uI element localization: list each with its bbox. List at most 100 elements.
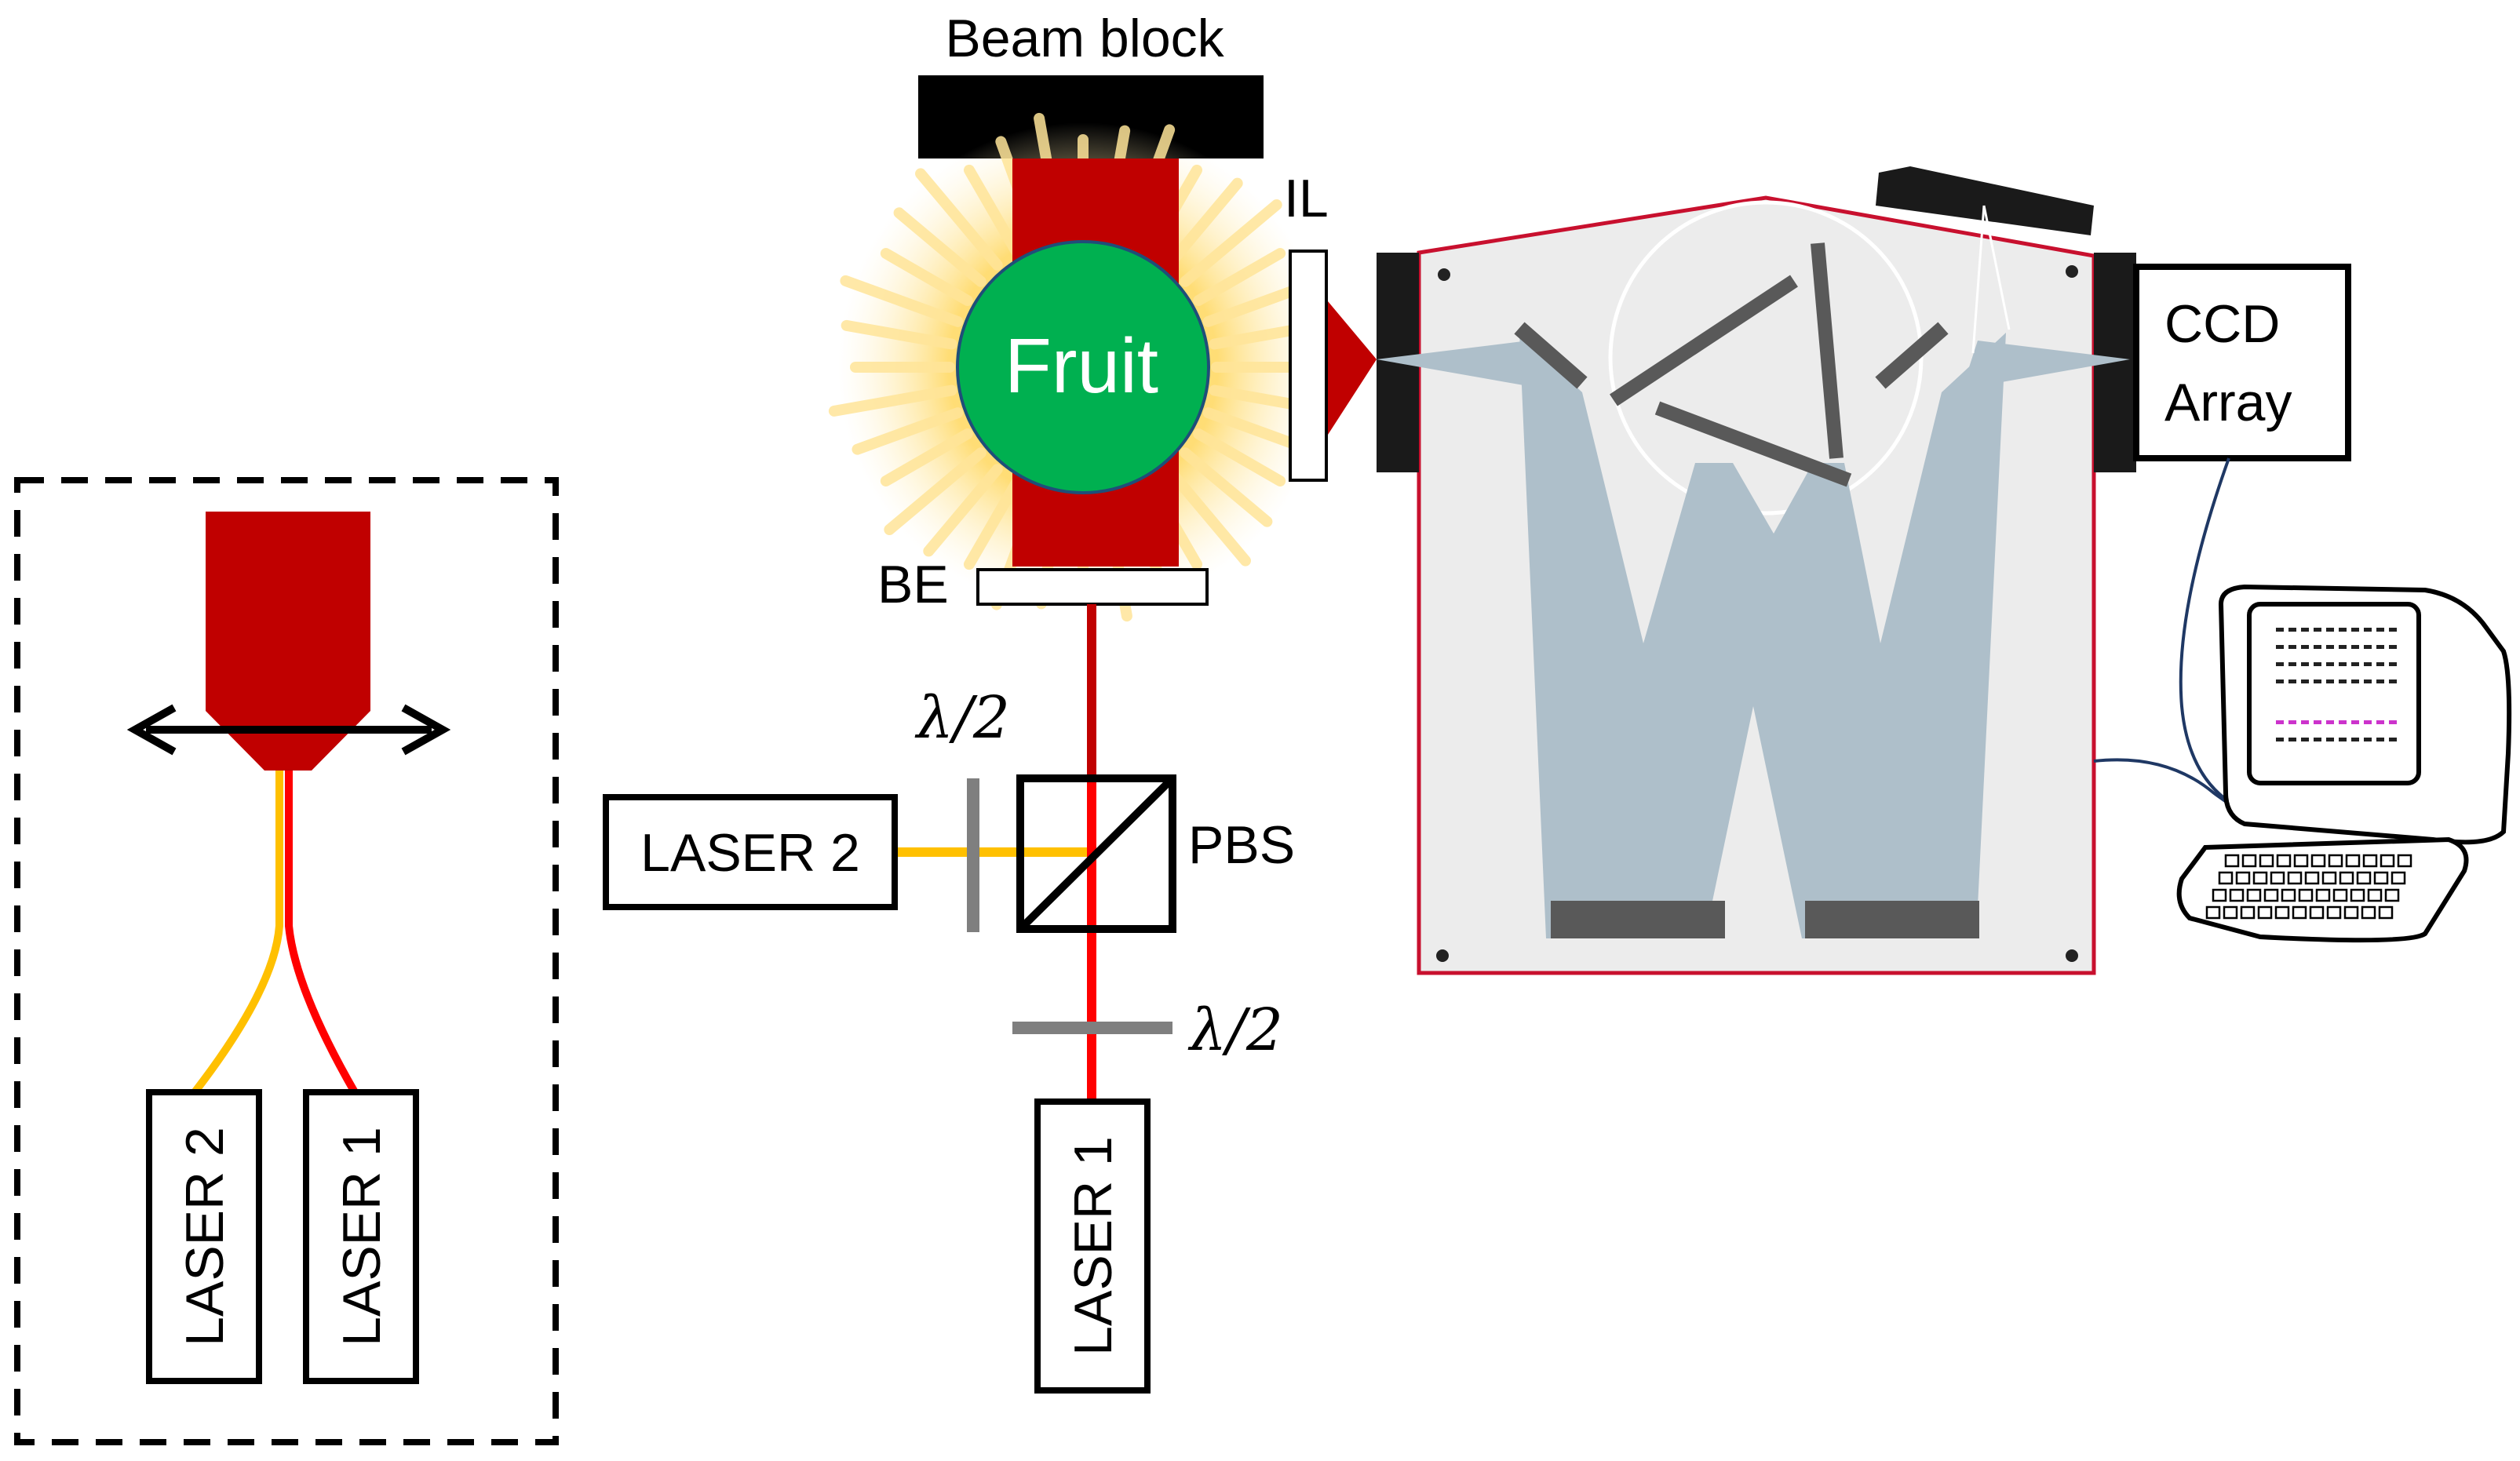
screen-text-mark: [2339, 645, 2347, 649]
keyboard-key: [2356, 871, 2372, 885]
keyboard-key: [2235, 871, 2251, 885]
keyboard-key: [2339, 871, 2354, 885]
spectrometer: [1377, 166, 2136, 975]
half-wave-label-laser2: λ/2: [914, 684, 1010, 752]
probe-tip: [206, 711, 370, 771]
screw: [1436, 949, 1449, 962]
screen-text-mark: [2351, 720, 2359, 724]
laser2-label: LASER 2: [640, 823, 860, 883]
keyboard-key: [2380, 854, 2395, 868]
glow-ray: [884, 447, 986, 535]
screen-text-mark: [2314, 645, 2321, 649]
keyboard-key: [2252, 871, 2268, 885]
screen-text-mark: [2376, 720, 2384, 724]
screen-text-mark: [2301, 662, 2309, 666]
screen-text-mark: [2376, 738, 2384, 741]
screen-text-mark: [2339, 679, 2347, 683]
keyboard-key: [2321, 871, 2337, 885]
screen-text-mark: [2314, 662, 2321, 666]
glow-ray: [964, 477, 1022, 570]
keyboard-key: [2223, 905, 2238, 920]
keyboard-key: [2343, 905, 2359, 920]
screen-text-mark: [2276, 628, 2284, 632]
bottom-mirror-left: [1551, 901, 1725, 938]
screen-text-mark: [2326, 679, 2334, 683]
collimating-mirror: [1514, 322, 1588, 389]
keyboard-key: [2367, 888, 2383, 902]
keyboard-key: [2224, 854, 2240, 868]
grating-2: [1811, 242, 1844, 459]
screen-text-mark: [2351, 645, 2359, 649]
ccd-label-line1: CCD: [2164, 294, 2280, 354]
keyboard-key: [2246, 888, 2262, 902]
keyboard-key: [2373, 871, 2389, 885]
keyboard-key: [2274, 905, 2290, 920]
glow-ray: [893, 207, 986, 287]
screen-text-mark: [2389, 720, 2397, 724]
screen-text-mark: [2339, 628, 2347, 632]
screen-text-mark: [2276, 645, 2284, 649]
screen-text-mark: [2326, 662, 2334, 666]
ccd-array-box: [2133, 264, 2351, 461]
keyboard-key: [2345, 854, 2361, 868]
inset-laser2-box: [146, 1089, 262, 1384]
keyboard-key: [2229, 888, 2245, 902]
screen-text-mark: [2364, 720, 2372, 724]
keyboard-key: [2362, 854, 2378, 868]
screen-text-mark: [2364, 628, 2372, 632]
screen-text-mark: [2376, 662, 2384, 666]
screen-text-mark: [2301, 645, 2309, 649]
laser2-box: [603, 794, 898, 910]
beam-expander: [976, 568, 1209, 606]
keyboard-key: [2287, 871, 2303, 885]
glow-ray: [1193, 428, 1286, 486]
glow-ray: [915, 168, 1003, 271]
spectrometer-top-mount: [1876, 166, 2094, 235]
screen-text-mark: [2314, 720, 2321, 724]
keyboard-key: [2384, 888, 2400, 902]
keyboard-key: [2293, 854, 2309, 868]
keyboard-key: [2361, 905, 2376, 920]
be-label: BE: [877, 555, 949, 614]
screen-text-mark: [2288, 679, 2296, 683]
screen-text-mark: [2288, 662, 2296, 666]
polarizing-beam-splitter: [1016, 774, 1176, 933]
glow-ray: [880, 248, 973, 306]
pbs-label: PBS: [1188, 815, 1295, 875]
screen-text-mark: [2389, 645, 2397, 649]
screen-text-mark: [2314, 738, 2321, 741]
keyboard-key: [2326, 905, 2342, 920]
fruit-sample: [956, 240, 1210, 494]
screen-text-mark: [2376, 628, 2384, 632]
screen-text-mark: [2276, 720, 2284, 724]
screen-text-mark: [2339, 662, 2347, 666]
keyboard-key: [2241, 854, 2257, 868]
keyboard-key: [2304, 871, 2320, 885]
keyboard-key: [2310, 854, 2326, 868]
glow-ray: [1180, 199, 1282, 287]
keyboard-key: [2281, 888, 2296, 902]
keyboard-key: [2259, 854, 2274, 868]
inset-laser1-label: LASER 1: [332, 1127, 392, 1346]
keyboard-key: [2332, 888, 2348, 902]
keyboard-key: [2328, 854, 2343, 868]
focusing-mirror: [1875, 322, 1949, 389]
keyboard-key: [2270, 871, 2285, 885]
glow-ray: [840, 275, 964, 327]
glow-ray: [1193, 248, 1286, 306]
keyboard-key: [2309, 905, 2325, 920]
screen-text-mark: [2339, 720, 2347, 724]
screen-text-mark: [2364, 662, 2372, 666]
keyboard-key: [2218, 871, 2234, 885]
light-path-right-out: [1962, 341, 2130, 389]
screw: [1438, 268, 1450, 281]
screen-text-mark: [2389, 679, 2397, 683]
screen-text-mark: [2364, 738, 2372, 741]
screen-text-mark: [2288, 720, 2296, 724]
screen-text-mark: [2276, 662, 2284, 666]
screen-text-mark: [2389, 738, 2397, 741]
glow-ray: [841, 319, 957, 350]
glow-ray: [1180, 447, 1273, 527]
glow-ray: [923, 464, 1003, 557]
screen-text-mark: [2314, 679, 2321, 683]
